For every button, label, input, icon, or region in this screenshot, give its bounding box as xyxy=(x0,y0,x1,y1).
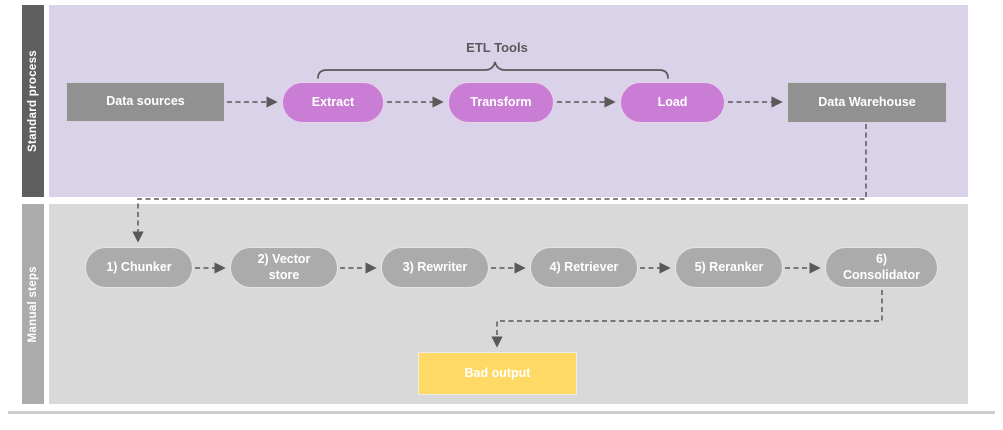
lane-bar-standard-process: Standard process xyxy=(22,5,44,197)
node-extract: Extract xyxy=(282,82,384,123)
node-reranker: 5) Reranker xyxy=(675,247,783,288)
node-load: Load xyxy=(620,82,725,123)
lane-label-standard-process: Standard process xyxy=(27,50,39,152)
node-chunker: 1) Chunker xyxy=(85,247,193,288)
node-rewriter: 3) Rewriter xyxy=(381,247,489,288)
node-consolidator: 6) Consolidator xyxy=(825,247,938,288)
lane-label-manual-steps: Manual steps xyxy=(27,265,39,343)
node-bad-output: Bad output xyxy=(418,352,577,395)
node-vector-store: 2) Vector store xyxy=(230,247,338,288)
node-transform: Transform xyxy=(448,82,554,123)
node-data-sources: Data sources xyxy=(66,82,225,122)
lane-bar-manual-steps: Manual steps xyxy=(22,204,44,404)
node-retriever: 4) Retriever xyxy=(530,247,638,288)
etl-tools-group-label: ETL Tools xyxy=(466,40,528,55)
node-data-warehouse: Data Warehouse xyxy=(787,82,947,123)
bottom-divider-line xyxy=(8,411,995,414)
